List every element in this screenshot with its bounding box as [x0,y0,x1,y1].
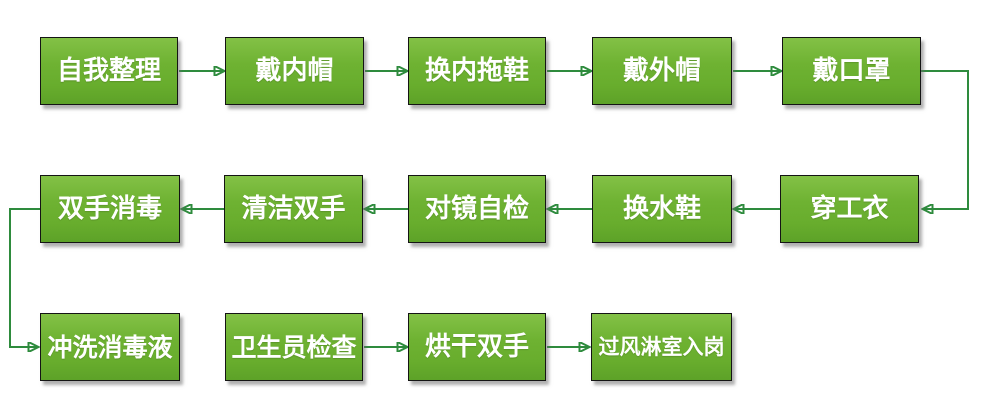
node-wear-outer-cap: 戴外帽 [592,37,732,105]
node-clean-hands: 清洁双手 [224,175,363,243]
node-wear-work-clothes: 穿工衣 [780,175,919,243]
node-mirror-self-check: 对镜自检 [408,175,546,243]
node-self-arrangement: 自我整理 [40,37,178,105]
edge-hand-disinfection-to-rinse-disinfectant [9,208,40,347]
node-change-inner-slippers: 换内拖鞋 [408,37,546,105]
node-wear-inner-cap: 戴内帽 [225,37,364,105]
node-hand-disinfection: 双手消毒 [40,175,180,243]
node-rinse-disinfectant: 冲洗消毒液 [40,313,180,381]
node-change-water-boots: 换水鞋 [592,175,732,243]
edge-wear-mask-to-wear-work-clothes [921,70,969,209]
node-wear-mask: 戴口罩 [782,37,921,105]
node-enter-air-shower: 过风淋室入岗 [591,313,732,381]
node-dry-hands: 烘干双手 [408,313,546,381]
node-sanitarian-inspection: 卫生员检查 [225,313,363,381]
